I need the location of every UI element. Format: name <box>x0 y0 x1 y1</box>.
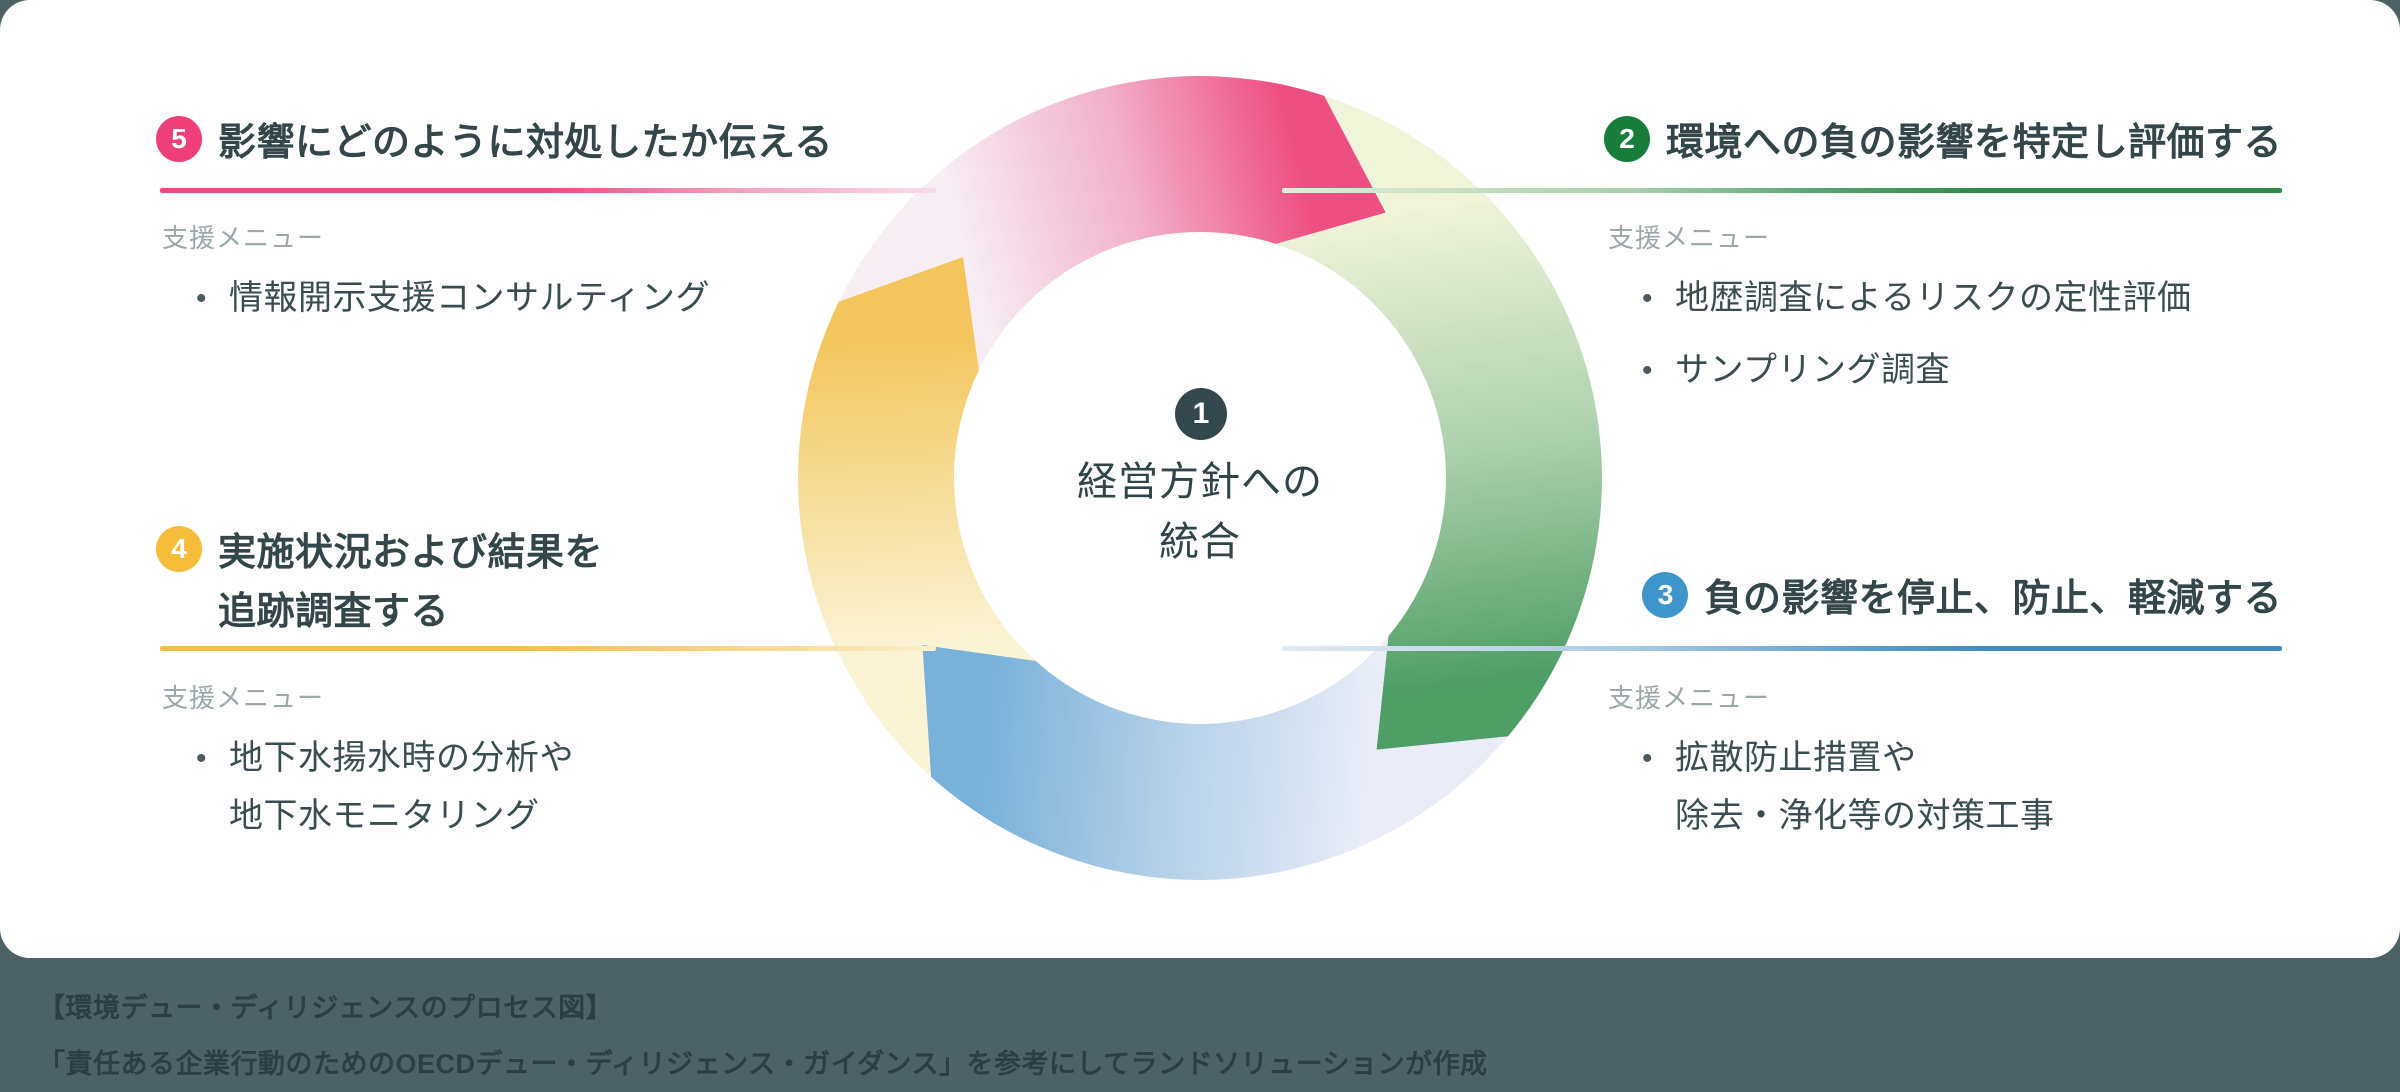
step-2-heading: 2 環境への負の影響を特定し評価する <box>1282 114 2282 173</box>
step-2-number-badge: 2 <box>1603 116 1650 162</box>
step-3-title: 負の影響を停止、防止、軽減する <box>1704 578 2282 620</box>
step-4-menu-label: 支援メニュー <box>162 683 325 713</box>
step-4-heading: 4 実施状況および結果を 追跡調査する <box>156 524 936 642</box>
step-3-accent-rule <box>1282 646 2282 651</box>
step-1-title: 経営方針への 統合 <box>1077 460 1323 564</box>
step-4-number-badge: 4 <box>156 526 202 572</box>
step-5-number-badge: 5 <box>156 116 202 162</box>
step-4-menu-item: 地下水揚水時の分析や 地下水モニタリング <box>196 730 896 846</box>
step-2-menu-item: 地歴調査によるリスクの定性評価 <box>1642 270 2342 328</box>
step-5-menu-item: 情報開示支援コンサルティング <box>196 270 896 328</box>
step-2-menu-item: サンプリング調査 <box>1642 342 2342 400</box>
step-5-heading: 5 影響にどのように対処したか伝える <box>156 114 936 173</box>
footer-caption-title: 【環境デュー・ディリジェンスのプロセス図】 <box>38 993 614 1023</box>
step-5-title: 影響にどのように対処したか伝える <box>218 122 833 164</box>
step-2-title: 環境への負の影響を特定し評価する <box>1665 122 2282 164</box>
step-2-accent-rule <box>1282 188 2282 193</box>
step-3-menu-label: 支援メニュー <box>1608 683 1771 713</box>
step-3-menu-item: 拡散防止措置や 除去・浄化等の対策工事 <box>1642 730 2342 846</box>
step-4-title: 実施状況および結果を 追跡調査する <box>218 532 604 633</box>
step-3-heading: 3 負の影響を停止、防止、軽減する <box>1282 570 2282 629</box>
step-2-menu-label: 支援メニュー <box>1608 223 1771 253</box>
step-4-accent-rule <box>160 646 936 651</box>
step-1-number-badge: 1 <box>1175 388 1227 440</box>
footer-caption-source: 「責任ある企業行動のためのOECDデュー・ディリジェンス・ガイダンス」を参考にし… <box>38 1049 1488 1079</box>
step-3-number-badge: 3 <box>1642 572 1689 618</box>
step-5-accent-rule <box>160 188 936 193</box>
step-5-menu-label: 支援メニュー <box>162 223 325 253</box>
